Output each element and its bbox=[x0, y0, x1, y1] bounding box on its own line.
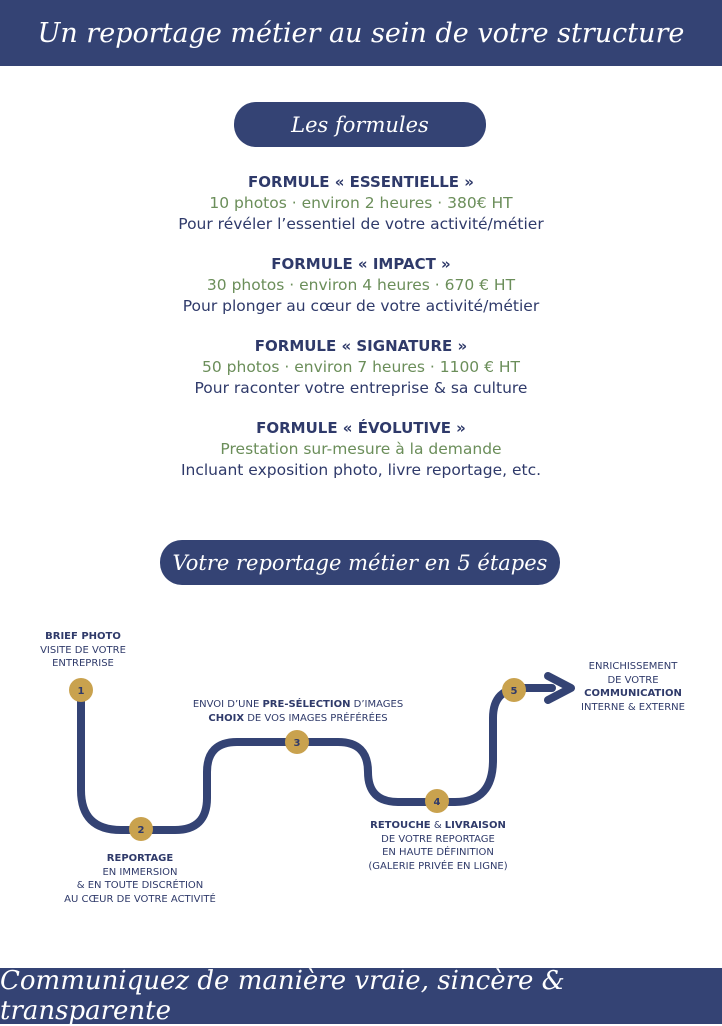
formula-impact: FORMULE « IMPACT » 30 photos · environ 4… bbox=[0, 254, 722, 317]
step-marker-3: 3 bbox=[285, 730, 309, 754]
formula-name: FORMULE « ESSENTIELLE » bbox=[248, 173, 474, 191]
step-title: RETOUCHE bbox=[370, 820, 431, 831]
formula-evolutive: FORMULE « ÉVOLUTIVE » Prestation sur-mes… bbox=[0, 418, 722, 481]
step-line: D’IMAGES bbox=[350, 699, 404, 710]
step-line: ENRICHISSEMENT bbox=[588, 661, 678, 672]
step-connector: & bbox=[430, 820, 445, 831]
formula-name: FORMULE « IMPACT » bbox=[271, 255, 451, 273]
formula-description: Pour révéler l’essentiel de votre activi… bbox=[178, 215, 544, 233]
step-title: BRIEF PHOTO bbox=[45, 631, 121, 642]
footer-banner: Communiquez de manière vraie, sincère & … bbox=[0, 966, 722, 1026]
step-line: ENVOI D’UNE bbox=[192, 699, 263, 710]
formula-detail: 50 photos · environ 7 heures · 1100 € HT bbox=[202, 358, 520, 376]
step-marker-2: 2 bbox=[129, 817, 153, 841]
step-2-label: REPORTAGE EN IMMERSION & EN TOUTE DISCRÉ… bbox=[40, 852, 240, 906]
step-number: 3 bbox=[294, 738, 301, 749]
formula-essentielle: FORMULE « ESSENTIELLE » 10 photos · envi… bbox=[0, 172, 722, 235]
step-4-label: RETOUCHE & LIVRAISON DE VOTRE REPORTAGE … bbox=[352, 819, 524, 873]
formula-name: FORMULE « SIGNATURE » bbox=[254, 337, 468, 355]
formula-name: FORMULE « ÉVOLUTIVE » bbox=[256, 419, 466, 437]
step-line: AU CŒUR DE VOTRE ACTIVITÉ bbox=[64, 893, 216, 905]
formulas-title: Les formules bbox=[291, 112, 429, 137]
step-line: (GALERIE PRIVÉE EN LIGNE) bbox=[368, 860, 508, 872]
step-1-label: BRIEF PHOTO VISITE DE VOTRE ENTREPRISE bbox=[26, 630, 140, 671]
step-line: INTERNE & EXTERNE bbox=[581, 701, 685, 713]
header-banner: Un reportage métier au sein de votre str… bbox=[0, 0, 722, 66]
step-line: EN HAUTE DÉFINITION bbox=[382, 847, 494, 858]
formula-description: Pour plonger au cœur de votre activité/m… bbox=[182, 297, 540, 315]
formula-detail: 30 photos · environ 4 heures · 670 € HT bbox=[206, 276, 516, 294]
step-line: EN IMMERSION bbox=[102, 866, 178, 878]
formulas-title-pill: Les formules bbox=[234, 102, 486, 147]
formula-description: Pour raconter votre entreprise & sa cult… bbox=[194, 379, 528, 397]
step-marker-1: 1 bbox=[69, 678, 93, 702]
step-line: DE VOS IMAGES PRÉFÉRÉES bbox=[244, 712, 388, 724]
step-line: VISITE DE VOTRE bbox=[40, 644, 126, 656]
steps-title: Votre reportage métier en 5 étapes bbox=[172, 550, 548, 575]
roadmap-line bbox=[77, 684, 556, 834]
step-line: DE VOTRE bbox=[607, 674, 659, 686]
formula-signature: FORMULE « SIGNATURE » 50 photos · enviro… bbox=[0, 336, 722, 399]
step-line: ENTREPRISE bbox=[52, 658, 114, 669]
step-number: 5 bbox=[511, 686, 518, 697]
header-title: Un reportage métier au sein de votre str… bbox=[37, 17, 685, 49]
step-3-label: ENVOI D’UNE PRE-SÉLECTION D’IMAGES CHOIX… bbox=[176, 698, 420, 725]
step-title: COMMUNICATION bbox=[584, 688, 682, 699]
step-marker-5: 5 bbox=[502, 678, 526, 702]
step-line: DE VOTRE REPORTAGE bbox=[381, 833, 495, 845]
step-number: 4 bbox=[434, 797, 441, 808]
step-highlight: PRE-SÉLECTION bbox=[262, 699, 351, 710]
footer-tagline: Communiquez de manière vraie, sincère & … bbox=[0, 966, 565, 1026]
step-title: REPORTAGE bbox=[106, 853, 174, 864]
step-title: LIVRAISON bbox=[444, 820, 506, 831]
step-number: 1 bbox=[78, 686, 85, 697]
formula-detail: Prestation sur-mesure à la demande bbox=[220, 440, 502, 458]
step-5-label: ENRICHISSEMENT DE VOTRE COMMUNICATION IN… bbox=[570, 660, 696, 714]
step-line: & EN TOUTE DISCRÉTION bbox=[76, 880, 204, 891]
formula-detail: 10 photos · environ 2 heures · 380€ HT bbox=[209, 194, 513, 212]
formula-description: Incluant exposition photo, livre reporta… bbox=[180, 461, 542, 479]
step-highlight: CHOIX bbox=[208, 712, 245, 724]
steps-title-pill: Votre reportage métier en 5 étapes bbox=[160, 540, 560, 585]
step-number: 2 bbox=[138, 825, 145, 836]
step-marker-4: 4 bbox=[425, 789, 449, 813]
arrow-head-icon bbox=[544, 672, 575, 704]
